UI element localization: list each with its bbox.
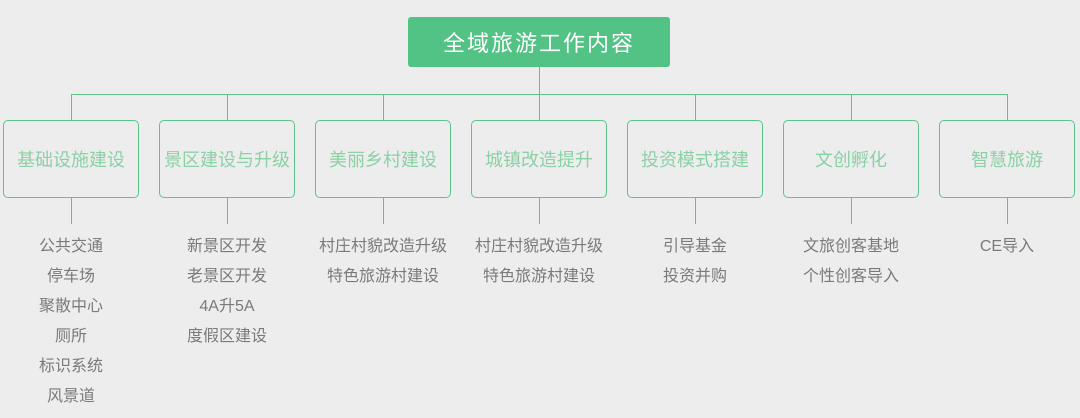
branch-label: 文创孵化 — [815, 150, 887, 170]
branch-item-list: 文旅创客基地个性创客导入 — [803, 232, 899, 292]
branch-item: CE导入 — [979, 238, 1035, 255]
branch-box: 景区建设与升级 — [159, 120, 295, 198]
branch-label: 智慧旅游 — [971, 150, 1043, 170]
branch-item: 厕所 — [54, 328, 87, 345]
branch-column: 城镇改造提升村庄村貌改造升级特色旅游村建设 — [471, 95, 607, 412]
connector-branch-top — [694, 95, 696, 120]
branch-item-list: 引导基金投资并购 — [663, 232, 727, 292]
branch-item: 风景道 — [46, 388, 95, 405]
branch-item: 村庄村貌改造升级 — [318, 238, 447, 255]
branch-columns: 基础设施建设公共交通停车场聚散中心厕所标识系统风景道景区建设与升级新景区开发老景… — [0, 95, 1080, 412]
branch-item: 引导基金 — [662, 238, 727, 255]
branch-item: 停车场 — [46, 268, 95, 285]
connector-branch-top — [382, 95, 384, 120]
connector-branch-bottom — [382, 198, 384, 224]
branch-box: 基础设施建设 — [3, 120, 139, 198]
branch-item: 聚散中心 — [38, 298, 103, 315]
branch-item: 新景区开发 — [186, 238, 267, 255]
branch-item: 个性创客导入 — [802, 268, 899, 285]
branch-item-list: 新景区开发老景区开发 4A升5A 度假区建设 — [187, 232, 267, 352]
connector-branch-bottom — [850, 198, 852, 224]
branch-item: 标识系统 — [38, 358, 103, 375]
branch-item: 4A升5A — [199, 298, 255, 315]
branch-box: 智慧旅游 — [939, 120, 1075, 198]
branch-label: 美丽乡村建设 — [329, 150, 437, 170]
connector-branch-top — [1006, 95, 1008, 120]
connector-branch-bottom — [70, 198, 72, 224]
branch-box: 城镇改造提升 — [471, 120, 607, 198]
branch-column: 基础设施建设公共交通停车场聚散中心厕所标识系统风景道 — [3, 95, 139, 412]
branch-item-list: 村庄村貌改造升级特色旅游村建设 — [475, 232, 603, 292]
connector-branch-top — [850, 95, 852, 120]
branch-item: 老景区开发 — [186, 268, 267, 285]
connector-branch-bottom — [1006, 198, 1008, 224]
branch-item: 投资并购 — [662, 268, 727, 285]
branch-item-list: 村庄村貌改造升级特色旅游村建设 — [319, 232, 447, 292]
branch-item: 度假区建设 — [186, 328, 267, 345]
connector-branch-top — [226, 95, 228, 120]
branch-box: 投资模式搭建 — [627, 120, 763, 198]
branch-column: 智慧旅游 CE导入 — [939, 95, 1075, 412]
branch-column: 景区建设与升级新景区开发老景区开发 4A升5A 度假区建设 — [159, 95, 295, 412]
branch-label: 城镇改造提升 — [485, 150, 593, 170]
branch-item: 特色旅游村建设 — [326, 268, 439, 285]
branch-column: 文创孵化文旅创客基地个性创客导入 — [783, 95, 919, 412]
connector-branch-bottom — [694, 198, 696, 224]
branch-label: 基础设施建设 — [17, 150, 125, 170]
chart-root-title: 全域旅游工作内容 — [408, 17, 670, 67]
branch-item: 村庄村貌改造升级 — [474, 238, 603, 255]
connector-title-drop — [539, 67, 540, 95]
branch-item-list: CE导入 — [980, 232, 1034, 262]
branch-item: 公共交通 — [38, 238, 103, 255]
branch-column: 投资模式搭建引导基金投资并购 — [627, 95, 763, 412]
connector-branch-bottom — [226, 198, 228, 224]
branch-label: 景区建设与升级 — [164, 150, 290, 170]
connector-branch-bottom — [538, 198, 540, 224]
branch-item: 特色旅游村建设 — [482, 268, 595, 285]
branch-box: 文创孵化 — [783, 120, 919, 198]
connector-branch-top — [538, 95, 540, 120]
connector-horizontal-bar — [71, 94, 1008, 95]
branch-item: 文旅创客基地 — [802, 238, 899, 255]
connector-branch-top — [70, 95, 72, 120]
branch-item-list: 公共交通停车场聚散中心厕所标识系统风景道 — [39, 232, 103, 412]
branch-box: 美丽乡村建设 — [315, 120, 451, 198]
branch-label: 投资模式搭建 — [641, 150, 749, 170]
branch-column: 美丽乡村建设村庄村貌改造升级特色旅游村建设 — [315, 95, 451, 412]
